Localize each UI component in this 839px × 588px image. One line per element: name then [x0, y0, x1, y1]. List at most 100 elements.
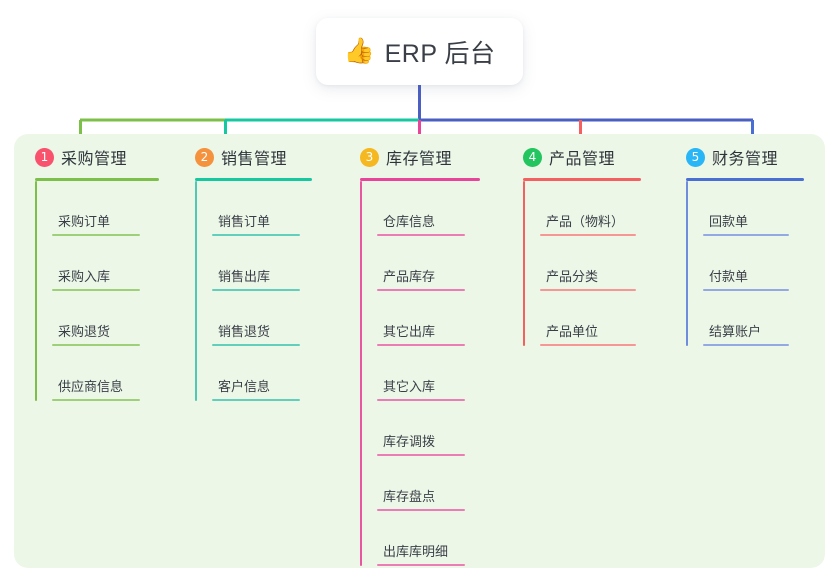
column-item-list: 回款单 付款单 结算账户: [686, 181, 825, 346]
list-item-label: 销售出库: [218, 269, 271, 284]
root-node-title: ERP 后台: [384, 39, 496, 68]
list-item-underline: [703, 289, 789, 291]
list-item[interactable]: 销售退货: [212, 291, 342, 346]
list-item[interactable]: 产品分类: [540, 236, 672, 291]
root-node-card[interactable]: 👍 ERP 后台: [316, 18, 523, 85]
column-header: 1 采购管理: [35, 144, 179, 170]
list-item[interactable]: 产品单位: [540, 291, 672, 346]
column-title: 采购管理: [61, 151, 128, 168]
column-title: 产品管理: [549, 151, 616, 168]
diagram-panel: [14, 134, 825, 568]
column-sales[interactable]: 2 销售管理 销售订单 销售出库 销售退货 客户信息: [179, 134, 342, 568]
column-index-badge: 2: [195, 147, 214, 167]
list-item-underline: [703, 234, 789, 236]
column-underline: [360, 178, 480, 181]
column-inventory[interactable]: 3 库存管理 仓库信息 产品库存 其它出库 其它入库 库存调拨: [342, 134, 507, 568]
list-item-label: 销售退货: [218, 324, 271, 339]
list-item-label: 客户信息: [218, 379, 271, 394]
list-item-label: 供应商信息: [58, 379, 124, 394]
list-item-underline: [212, 289, 300, 291]
column-underline: [523, 178, 641, 181]
list-item-underline: [377, 509, 465, 511]
column-product[interactable]: 4 产品管理 产品（物料） 产品分类 产品单位: [507, 134, 672, 568]
list-item-underline: [377, 399, 465, 401]
column-underline: [686, 178, 804, 181]
list-item-underline: [377, 344, 465, 346]
list-item-underline: [703, 344, 789, 346]
list-item[interactable]: 其它入库: [377, 346, 507, 401]
list-item-label: 产品分类: [546, 269, 599, 284]
column-spine: [523, 181, 525, 346]
column-spine: [35, 181, 37, 401]
list-item-label: 产品单位: [546, 324, 599, 339]
column-header: 3 库存管理: [360, 144, 507, 170]
list-item-underline: [377, 564, 465, 566]
list-item-label: 出库库明细: [383, 544, 449, 559]
list-item[interactable]: 产品（物料）: [540, 181, 672, 236]
list-item-underline: [540, 234, 636, 236]
list-item-underline: [52, 344, 140, 346]
list-item-underline: [212, 234, 300, 236]
column-spine: [360, 181, 362, 566]
column-finance[interactable]: 5 财务管理 回款单 付款单 结算账户: [672, 134, 825, 568]
thumbs-up-icon: 👍: [343, 37, 375, 65]
list-item-label: 仓库信息: [383, 214, 436, 229]
column-container: 1 采购管理 采购订单 采购入库 采购退货 供应商信息: [14, 134, 825, 568]
list-item-label: 付款单: [709, 269, 749, 284]
list-item[interactable]: 采购订单: [52, 181, 179, 236]
list-item-label: 其它入库: [383, 379, 436, 394]
list-item-label: 采购订单: [58, 214, 111, 229]
list-item-underline: [52, 234, 140, 236]
list-item[interactable]: 供应商信息: [52, 346, 179, 401]
list-item[interactable]: 采购入库: [52, 236, 179, 291]
column-title: 财务管理: [712, 151, 779, 168]
list-item-label: 采购退货: [58, 324, 111, 339]
column-underline: [195, 178, 312, 181]
list-item-label: 库存调拨: [383, 434, 436, 449]
list-item-label: 销售订单: [218, 214, 271, 229]
column-title: 库存管理: [386, 151, 453, 168]
column-underline: [35, 178, 159, 181]
column-header: 4 产品管理: [523, 144, 672, 170]
list-item-underline: [52, 289, 140, 291]
list-item[interactable]: 结算账户: [703, 291, 825, 346]
list-item-label: 库存盘点: [383, 489, 436, 504]
column-item-list: 销售订单 销售出库 销售退货 客户信息: [195, 181, 342, 401]
list-item[interactable]: 仓库信息: [377, 181, 507, 236]
column-header: 5 财务管理: [686, 144, 825, 170]
list-item-label: 其它出库: [383, 324, 436, 339]
column-spine: [686, 181, 688, 346]
list-item-label: 结算账户: [709, 324, 762, 339]
list-item[interactable]: 库存盘点: [377, 456, 507, 511]
list-item[interactable]: 库存调拨: [377, 401, 507, 456]
list-item[interactable]: 回款单: [703, 181, 825, 236]
list-item-underline: [212, 344, 300, 346]
column-item-list: 仓库信息 产品库存 其它出库 其它入库 库存调拨 库存盘点: [360, 181, 507, 566]
list-item[interactable]: 客户信息: [212, 346, 342, 401]
list-item[interactable]: 产品库存: [377, 236, 507, 291]
list-item-underline: [377, 234, 465, 236]
list-item[interactable]: 销售订单: [212, 181, 342, 236]
list-item[interactable]: 付款单: [703, 236, 825, 291]
list-item-label: 产品库存: [383, 269, 436, 284]
column-index-badge: 5: [686, 147, 705, 167]
list-item[interactable]: 销售出库: [212, 236, 342, 291]
list-item-label: 回款单: [709, 214, 749, 229]
list-item-label: 采购入库: [58, 269, 111, 284]
column-procurement[interactable]: 1 采购管理 采购订单 采购入库 采购退货 供应商信息: [14, 134, 179, 568]
column-item-list: 采购订单 采购入库 采购退货 供应商信息: [35, 181, 179, 401]
list-item-underline: [540, 289, 636, 291]
column-header: 2 销售管理: [195, 144, 342, 170]
column-index-badge: 4: [523, 147, 542, 167]
list-item-underline: [212, 399, 300, 401]
list-item[interactable]: 出库库明细: [377, 511, 507, 566]
list-item[interactable]: 其它出库: [377, 291, 507, 346]
list-item-underline: [52, 399, 140, 401]
list-item-label: 产品（物料）: [546, 214, 625, 229]
column-item-list: 产品（物料） 产品分类 产品单位: [523, 181, 672, 346]
list-item-underline: [377, 454, 465, 456]
list-item-underline: [377, 289, 465, 291]
list-item[interactable]: 采购退货: [52, 291, 179, 346]
column-title: 销售管理: [221, 151, 288, 168]
column-index-badge: 3: [360, 147, 379, 167]
